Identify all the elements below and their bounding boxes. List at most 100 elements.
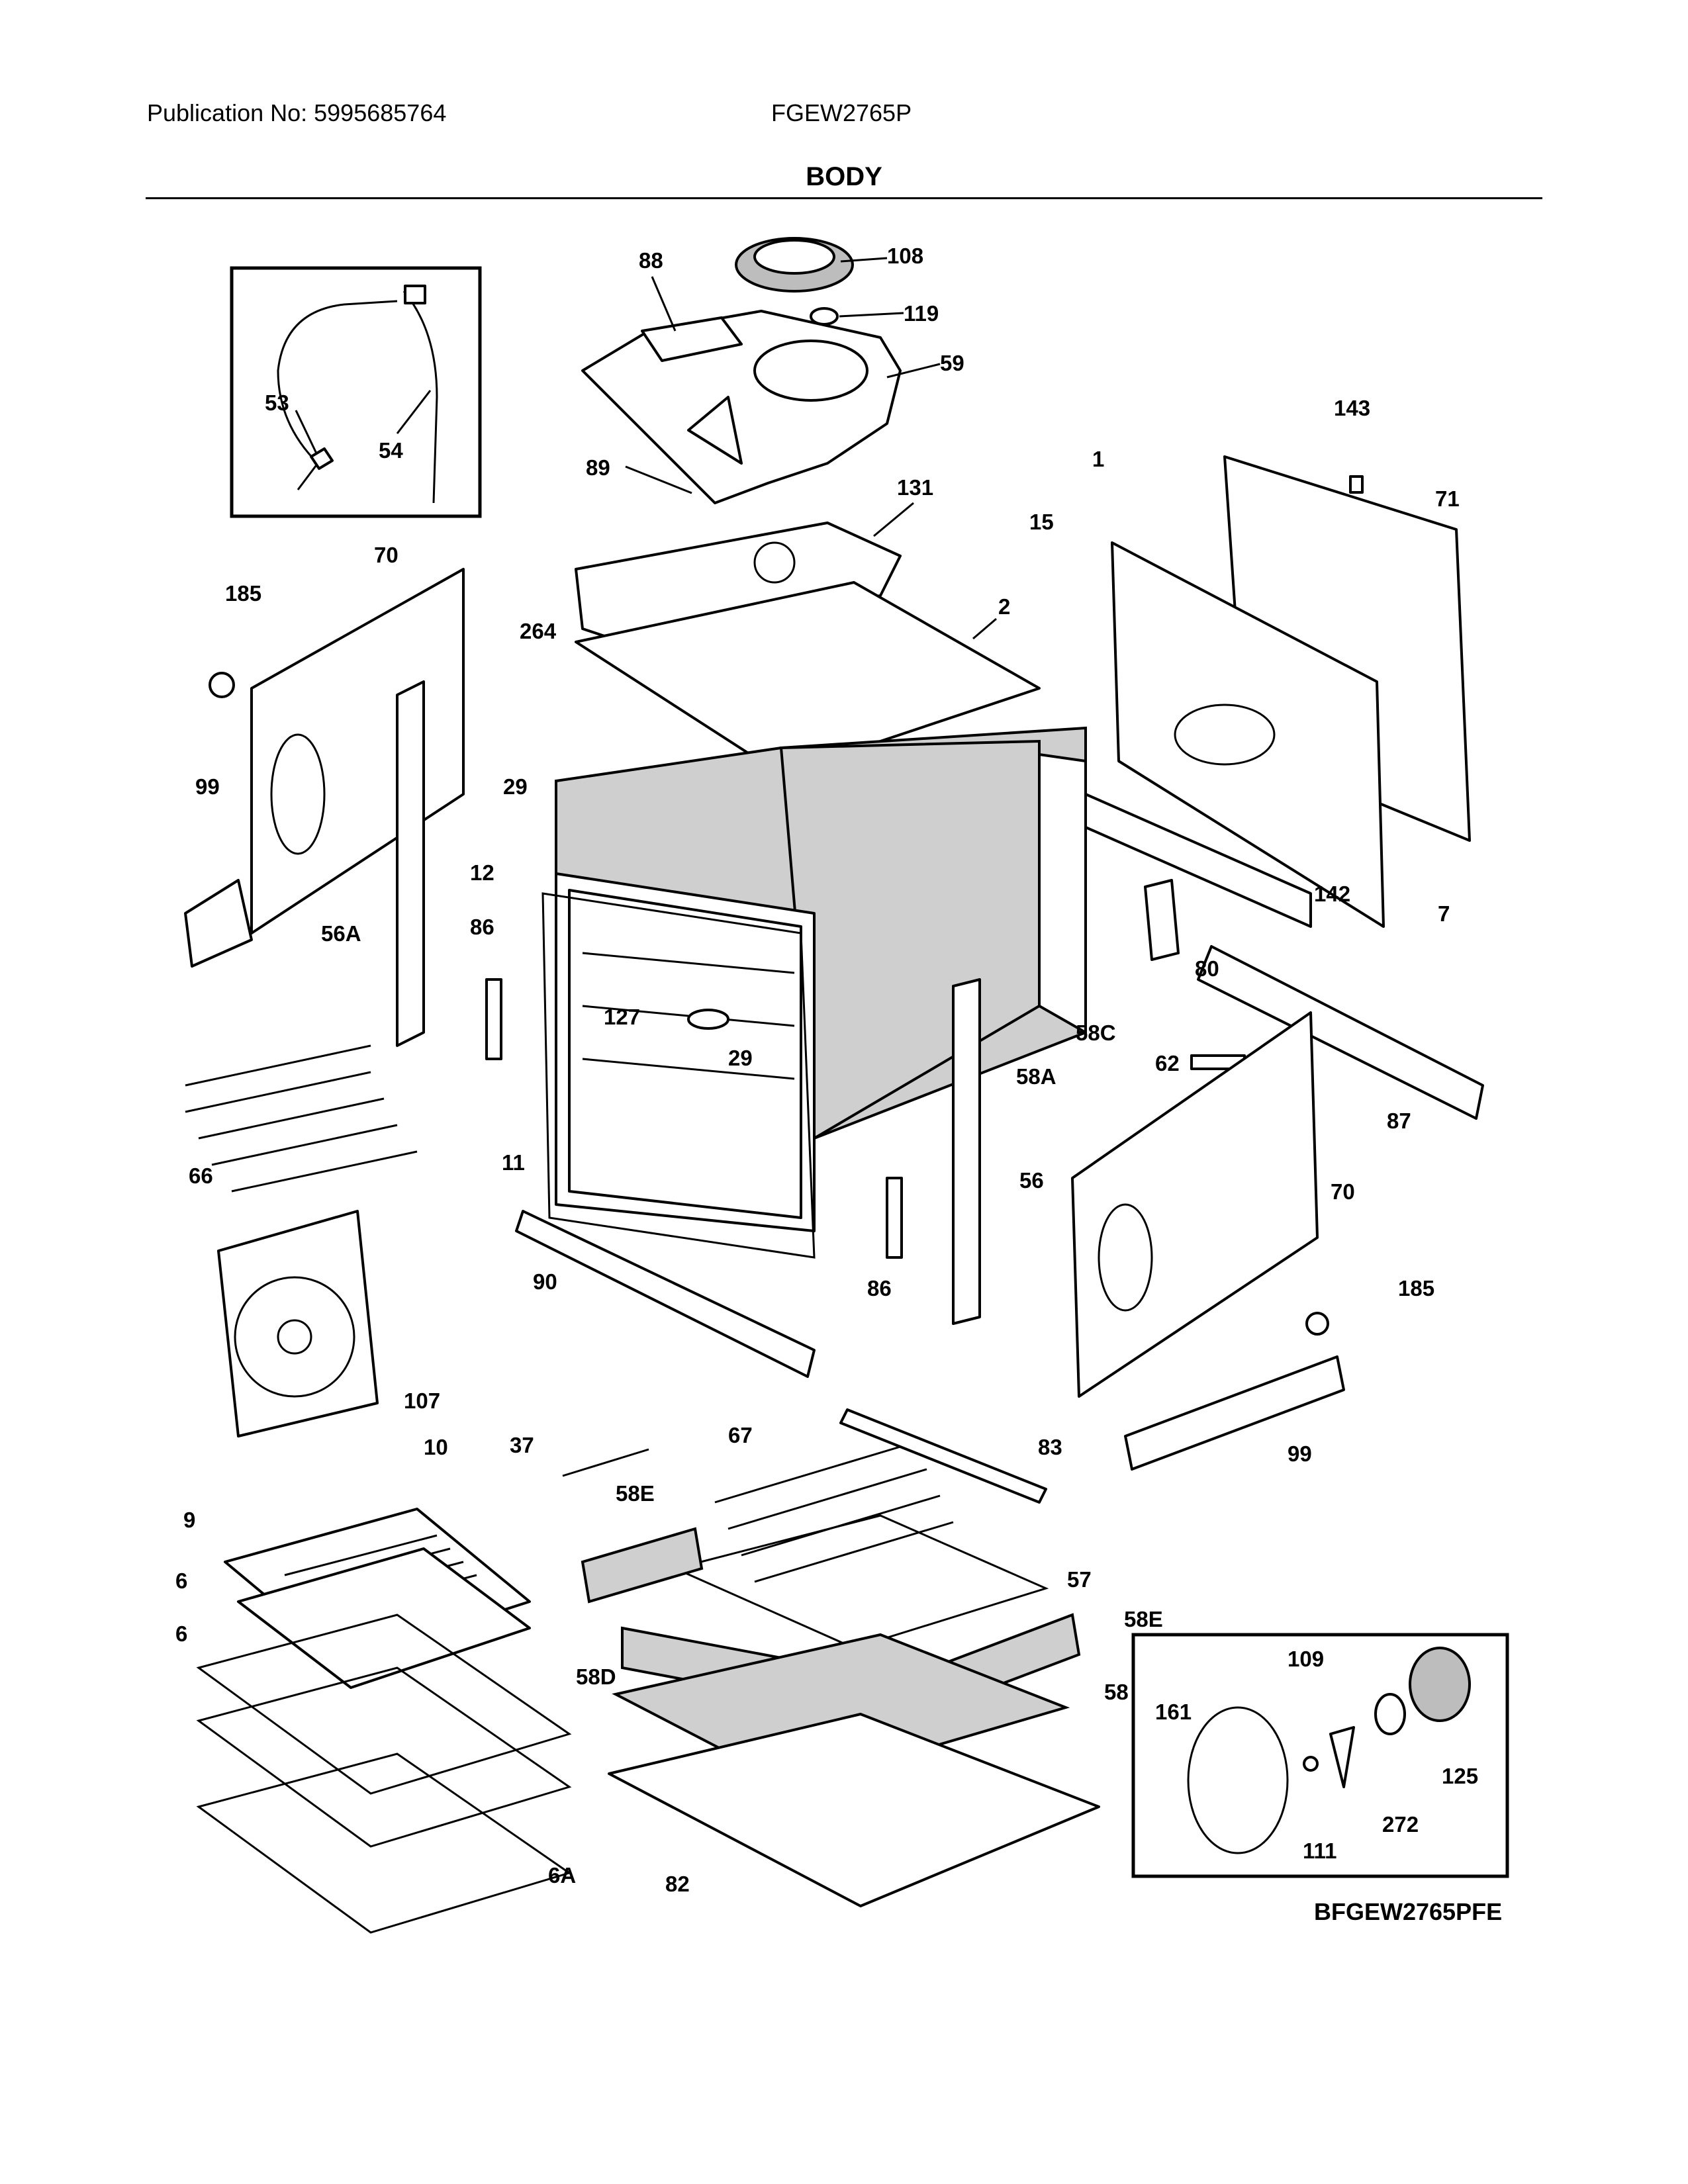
callout-62: 62: [1155, 1051, 1180, 1075]
section-title: BODY: [806, 162, 882, 191]
top-blower-assembly: [581, 237, 941, 504]
probe-tip: [310, 447, 334, 470]
callout-111: 111: [1303, 1839, 1336, 1863]
bracket-80: [1144, 879, 1180, 961]
callout-58A: 58A: [1016, 1064, 1056, 1089]
callout-58C: 58C: [1076, 1021, 1116, 1045]
blower-housing-59: [581, 310, 902, 504]
fan-ring-161: [1187, 1706, 1289, 1854]
callout-99-left: 99: [195, 774, 220, 799]
callout-82: 82: [665, 1872, 690, 1896]
callout-67: 67: [728, 1423, 753, 1447]
callout-107: 107: [404, 1388, 440, 1413]
callout-1: 1: [1092, 447, 1104, 471]
callout-56: 56: [1019, 1168, 1044, 1193]
callout-80: 80: [1195, 956, 1219, 981]
callout-56A: 56A: [321, 921, 361, 946]
inset-probe-box: [230, 266, 482, 518]
bracket-56: [952, 978, 981, 1325]
diagram-code: BFGEW2765PFE: [1314, 1898, 1503, 1925]
bracket-83: [839, 1408, 1047, 1504]
broil-element-66: [185, 1044, 418, 1193]
trim-99-left: [184, 879, 253, 968]
callout-87: 87: [1387, 1109, 1411, 1133]
rail-87: [1197, 945, 1484, 1120]
callout-161: 161: [1155, 1700, 1192, 1724]
callout-127: 127: [604, 1005, 640, 1029]
callout-185-right: 185: [1398, 1276, 1434, 1300]
fan-blade-109: [1329, 1726, 1355, 1788]
callout-53: 53: [265, 390, 289, 415]
callout-131: 131: [897, 475, 933, 500]
bracket-86-right: [886, 1177, 903, 1259]
rack-6A: [196, 1752, 572, 1934]
fan-motor-125: [1409, 1647, 1471, 1722]
callout-58: 58: [1104, 1680, 1129, 1704]
callout-10: 10: [424, 1435, 448, 1459]
side-insulation-58C: [1038, 753, 1087, 1034]
callout-58E-right: 58E: [1124, 1607, 1163, 1631]
bracket-56A: [396, 680, 425, 1047]
callout-37: 37: [510, 1433, 534, 1457]
callout-185-left: 185: [225, 581, 261, 606]
probe-jack: [404, 285, 426, 304]
callout-86-right: 86: [867, 1276, 892, 1300]
callout-6-bottom: 6: [175, 1621, 187, 1646]
callout-57: 57: [1067, 1567, 1092, 1592]
callout-59: 59: [940, 351, 964, 375]
bottom-pan-82: [608, 1713, 1100, 1907]
bracket-86-left: [485, 978, 502, 1060]
callout-6-top: 6: [175, 1569, 187, 1593]
callout-58D: 58D: [576, 1664, 616, 1689]
callout-142: 142: [1314, 882, 1350, 906]
callout-11: 11: [502, 1150, 525, 1175]
callout-70-right: 70: [1331, 1179, 1355, 1204]
callout-90: 90: [533, 1269, 557, 1294]
duct-88: [641, 316, 743, 362]
spacer-272: [1374, 1693, 1406, 1735]
right-back-panels: [1084, 455, 1484, 1120]
brace-142: [1084, 793, 1312, 928]
callout-99-right: 99: [1288, 1441, 1312, 1466]
publication-number: Publication No: 5995685764: [147, 99, 447, 126]
callout-272: 272: [1382, 1812, 1419, 1837]
callout-70-left: 70: [374, 543, 399, 567]
callout-54: 54: [379, 438, 403, 463]
callout-9: 9: [183, 1508, 195, 1532]
grommet-185-right: [1305, 1312, 1329, 1336]
heat-spreader-57: [672, 1514, 1049, 1649]
back-panel-1: [1111, 541, 1385, 928]
baffle-131: [575, 522, 902, 643]
grommet-185-left: [209, 672, 235, 698]
callout-29-inner: 29: [728, 1046, 753, 1070]
nut-111: [1303, 1756, 1319, 1772]
callout-108: 108: [887, 244, 923, 268]
rack-6b: [196, 1666, 572, 1848]
clip-143: [1349, 475, 1364, 494]
oven-cavity: [555, 726, 1087, 1232]
callout-264: 264: [520, 619, 557, 643]
callout-71: 71: [1435, 486, 1460, 511]
insulation-58E-left: [581, 1527, 704, 1604]
callout-143: 143: [1334, 396, 1370, 420]
door-gasket-11: [541, 892, 816, 1259]
callout-88: 88: [639, 248, 663, 273]
callout-66: 66: [189, 1163, 213, 1188]
sensor-37: [562, 1448, 649, 1477]
bake-element-assembly: [562, 1408, 1049, 1649]
callout-12: 12: [470, 860, 494, 885]
callout-29-top: 29: [503, 774, 528, 799]
top-panel-2: [575, 581, 1041, 776]
callout-119: 119: [904, 301, 939, 326]
side-panel-70-right: [1071, 1011, 1319, 1398]
callout-labels: 108 88 119 59 53 54 143 89 131 1 71 15 7…: [175, 244, 1478, 1896]
callout-58E-left: 58E: [616, 1481, 655, 1506]
callout-15: 15: [1029, 510, 1054, 534]
probe-cable: [277, 300, 398, 490]
front-trim-90: [515, 1210, 816, 1378]
callout-6A: 6A: [548, 1863, 576, 1888]
callout-86-left: 86: [470, 915, 494, 939]
callout-125: 125: [1442, 1764, 1478, 1788]
inset-convection-box: [1131, 1633, 1509, 1878]
